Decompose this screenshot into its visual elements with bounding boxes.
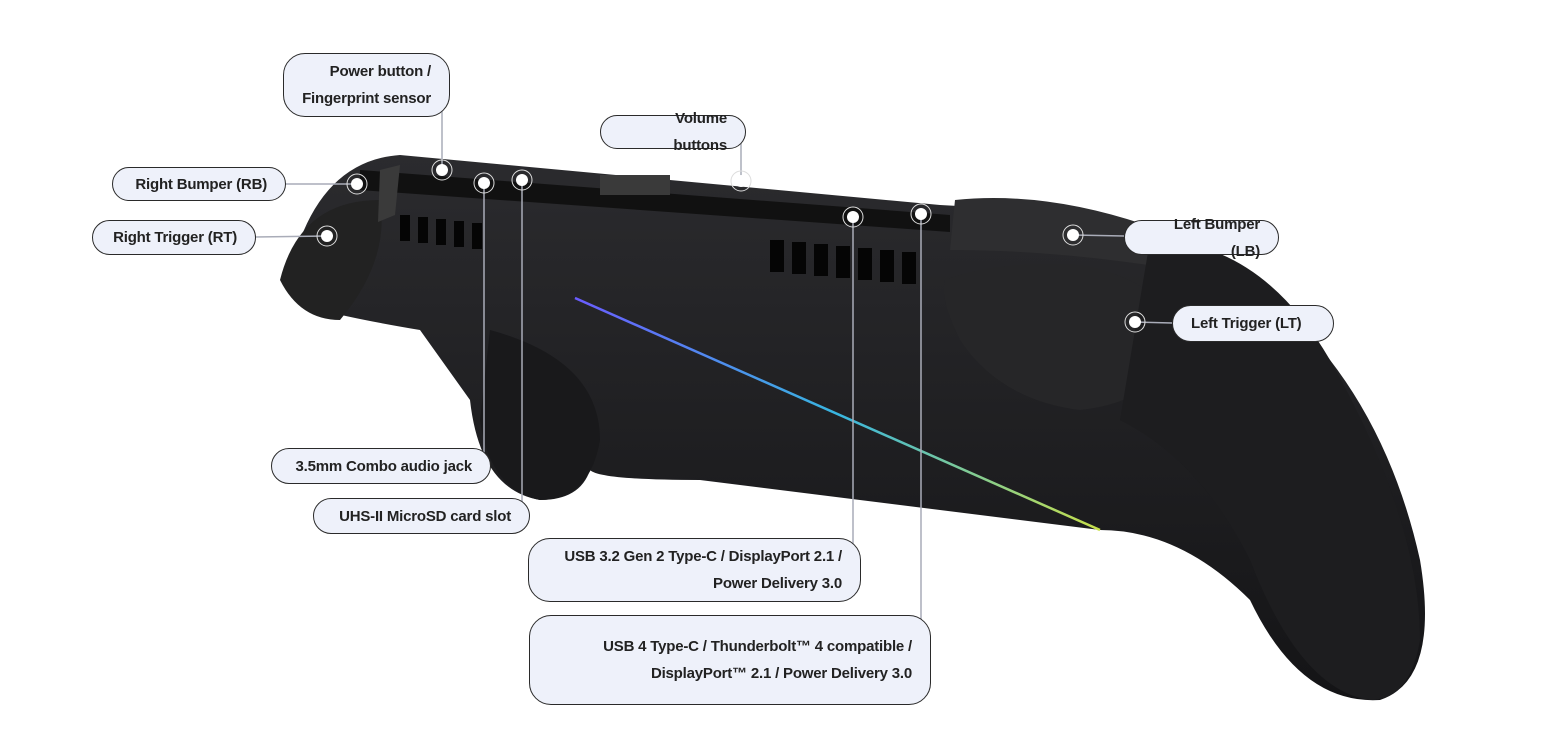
- callout-right-trigger: Right Trigger (RT): [92, 220, 256, 255]
- right-grip: [480, 330, 600, 500]
- callout-usb32: USB 3.2 Gen 2 Type-C / DisplayPort 2.1 /…: [528, 538, 861, 602]
- left-grip: [1120, 240, 1420, 700]
- left-bumper-shape: [950, 198, 1180, 270]
- callout-text: UHS-II MicroSD card slot: [339, 507, 511, 525]
- callout-text: Right Bumper (RB): [135, 175, 267, 193]
- leader-lines: [254, 70, 1173, 631]
- hotspot-volume: [730, 170, 752, 192]
- hotspot-usb32: [842, 206, 864, 228]
- hotspot-usb4: [910, 203, 932, 225]
- callout-text: Left Bumper (LB): [1173, 215, 1260, 260]
- hotspot-right-bumper: [346, 173, 368, 195]
- callout-microsd: UHS-II MicroSD card slot: [313, 498, 530, 534]
- right-bumper-shape: [378, 165, 400, 222]
- left-trigger-shape: [944, 264, 1175, 410]
- callout-left-bumper: Left Bumper (LB): [1124, 216, 1279, 260]
- rgb-light-stripe: [574, 296, 1101, 532]
- callout-text: USB 3.2 Gen 2 Type-C / DisplayPort 2.1 /…: [564, 548, 842, 592]
- hotspot-left-bumper: [1062, 224, 1084, 246]
- hotspot-microsd: [511, 169, 533, 191]
- callout-text: Left Trigger (LT): [1191, 315, 1302, 332]
- vents: [400, 175, 916, 284]
- hotspot-left-trigger: [1124, 311, 1146, 333]
- callout-text: Volume buttons: [673, 110, 727, 154]
- hotspot-right-trigger: [316, 225, 338, 247]
- hotspot-audio-jack: [473, 172, 495, 194]
- hotspot-power: [431, 159, 453, 181]
- hotspot-dots: [316, 159, 1146, 333]
- callout-text: USB 4 Type-C / Thunderbolt™ 4 compatible…: [603, 638, 912, 682]
- callout-usb4: USB 4 Type-C / Thunderbolt™ 4 compatible…: [529, 615, 931, 705]
- device-top-edge: [360, 170, 950, 232]
- callout-left-trigger: Left Trigger (LT): [1172, 305, 1334, 342]
- callout-right-bumper: Right Bumper (RB): [112, 167, 286, 201]
- callout-audio-jack: 3.5mm Combo audio jack: [271, 448, 491, 484]
- callout-power-button: Power button / Fingerprint sensor: [283, 53, 450, 117]
- callout-volume-buttons: Volume buttons: [600, 110, 746, 154]
- callout-text: Power button / Fingerprint sensor: [302, 63, 431, 107]
- callout-text: 3.5mm Combo audio jack: [295, 457, 473, 475]
- right-trigger-shape: [280, 200, 382, 320]
- callout-text: Right Trigger (RT): [113, 229, 237, 246]
